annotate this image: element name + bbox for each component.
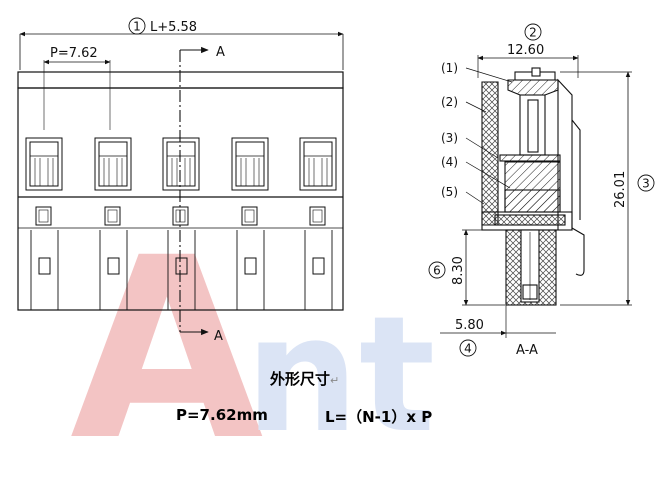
callout-number-6: 6 bbox=[433, 264, 441, 278]
section-view-labels: 2 12.60 3 26.01 6 8.30 5.80 4 A-A bbox=[428, 23, 655, 358]
latch-slot bbox=[241, 206, 258, 226]
caption-title: 外形尺寸↵ bbox=[270, 368, 339, 389]
front-view-labels: 1 L+5.58 P=7.62 A A bbox=[50, 17, 225, 344]
caption-length-formula-text: L=（N-1）x P bbox=[325, 408, 433, 426]
caption-pitch: P=7.62mm bbox=[176, 406, 268, 424]
pin-tab bbox=[175, 257, 188, 275]
callout-leaders bbox=[465, 67, 513, 205]
pin-tab bbox=[312, 257, 325, 275]
wire-entry-inner bbox=[166, 141, 196, 187]
pitch-label: P=7.62 bbox=[50, 46, 98, 61]
wire-entry-inner bbox=[303, 141, 333, 187]
callout-circle-2 bbox=[524, 23, 542, 41]
wire-entry-window bbox=[25, 137, 63, 191]
screw-shaft bbox=[519, 94, 546, 156]
pin-tab bbox=[38, 257, 51, 275]
terminal-cell bbox=[25, 137, 63, 310]
wire-entry-window bbox=[231, 137, 269, 191]
callout-number-2: 2 bbox=[529, 26, 537, 40]
caption-pitch-text: P=7.62mm bbox=[176, 406, 268, 424]
wire-entry-window bbox=[299, 137, 337, 191]
terminal-cell bbox=[231, 137, 269, 310]
callout-circle-3 bbox=[637, 174, 655, 192]
caption-title-text: 外形尺寸 bbox=[270, 370, 331, 388]
housing-left-wall bbox=[481, 81, 499, 226]
callout-number-1: 1 bbox=[133, 20, 141, 34]
return-mark: ↵ bbox=[330, 374, 340, 387]
terminal-cell bbox=[94, 137, 132, 310]
part-callouts: (1) (2) (3) (4) (5) bbox=[441, 61, 458, 199]
section-label: A-A bbox=[516, 343, 538, 358]
height-value: 26.01 bbox=[613, 171, 628, 208]
callout-number-3: 3 bbox=[642, 177, 650, 191]
terminal-cell bbox=[162, 137, 200, 310]
screw-head bbox=[507, 79, 559, 96]
part-callout-label: (5) bbox=[441, 185, 458, 199]
width-value: 12.60 bbox=[507, 43, 544, 58]
section-view bbox=[440, 55, 632, 338]
overall-length-label: L+5.58 bbox=[150, 20, 197, 35]
part-callout-label: (3) bbox=[441, 131, 458, 145]
pin-tab bbox=[244, 257, 257, 275]
latch-slot bbox=[309, 206, 326, 226]
callout-circle-6 bbox=[428, 261, 446, 279]
callout-circle-4 bbox=[459, 339, 477, 357]
part-callout-label: (2) bbox=[441, 95, 458, 109]
pin-tab bbox=[107, 257, 120, 275]
terminal-cells bbox=[25, 137, 337, 310]
wire-entry-window bbox=[94, 137, 132, 191]
pin-length-value: 8.30 bbox=[451, 256, 466, 285]
wire-entry-inner bbox=[29, 141, 59, 187]
wire-entry-window bbox=[162, 137, 200, 191]
part-callout-label: (4) bbox=[441, 155, 458, 169]
wire-entry-inner bbox=[235, 141, 265, 187]
section-marker-bottom: A bbox=[214, 329, 223, 344]
terminal-cell bbox=[299, 137, 337, 310]
latch-slot bbox=[35, 206, 52, 226]
technical-drawing: 1 L+5.58 P=7.62 A A bbox=[17, 17, 655, 358]
wire-entry-inner bbox=[98, 141, 128, 187]
callout-circle-1 bbox=[128, 17, 146, 35]
caption-length-formula: L=（N-1）x P bbox=[325, 406, 432, 427]
latch-slot bbox=[104, 206, 121, 226]
callout-number-4: 4 bbox=[464, 342, 472, 356]
section-line bbox=[179, 46, 209, 336]
section-marker-top: A bbox=[216, 45, 225, 60]
offset-value: 5.80 bbox=[455, 318, 484, 333]
clamp-band bbox=[499, 154, 561, 162]
part-callout-label: (1) bbox=[441, 61, 458, 75]
